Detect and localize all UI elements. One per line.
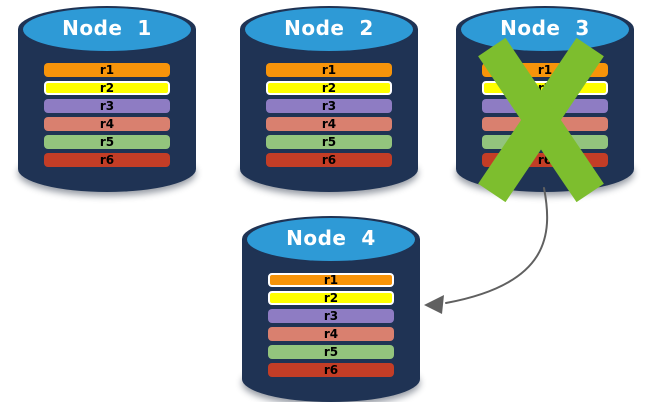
row-r4: r4 [268, 327, 394, 341]
row-r5: r5 [266, 135, 392, 149]
row-label: r6 [99, 153, 115, 167]
row-r3: r3 [266, 99, 392, 113]
row-label: r6 [323, 363, 339, 377]
row-label: r3 [99, 99, 115, 113]
node-2-cylinder-cap [245, 8, 413, 51]
failover-arrowhead-icon [424, 295, 444, 314]
node-1-title: Node 1 [62, 16, 152, 40]
failover-arrow-line [445, 187, 549, 304]
row-label: r5 [99, 135, 115, 149]
row-label: r5 [321, 135, 337, 149]
row-r2: r2 [266, 81, 392, 95]
node-4-cylinder-cap [247, 218, 415, 261]
row-label: r2 [323, 291, 339, 305]
row-r2: r2 [44, 81, 170, 95]
failure-x-icon [478, 37, 604, 203]
node-2-title: Node 2 [284, 16, 374, 40]
row-r6: r6 [44, 153, 170, 167]
row-label: r5 [323, 345, 339, 359]
node-2-rows: r1 r2 r3 r4 r5 r6 [266, 63, 392, 167]
node-3-title: Node 3 [500, 16, 590, 40]
row-label: r1 [99, 63, 115, 77]
row-r3: r3 [268, 309, 394, 323]
row-label: r1 [321, 63, 337, 77]
node-1-rows: r1 r2 r3 r4 r5 r6 [44, 63, 170, 167]
row-r4: r4 [266, 117, 392, 131]
row-r1: r1 [266, 63, 392, 77]
row-label: r1 [323, 273, 339, 287]
row-r5: r5 [268, 345, 394, 359]
node-1: Node 1 r1 r2 r3 r4 r5 r6 [18, 6, 196, 192]
row-r4: r4 [44, 117, 170, 131]
node-3-cylinder-cap [461, 8, 629, 51]
row-r3: r3 [44, 99, 170, 113]
row-r1: r1 [268, 273, 394, 287]
row-label: r2 [321, 81, 337, 95]
node-4-rows: r1 r2 r3 r4 r5 r6 [268, 273, 394, 377]
row-label: r3 [323, 309, 339, 323]
row-r6: r6 [266, 153, 392, 167]
row-label: r3 [321, 99, 337, 113]
row-label: r6 [321, 153, 337, 167]
node-2: Node 2 r1 r2 r3 r4 r5 r6 [240, 6, 418, 192]
node-4-title: Node 4 [286, 226, 376, 250]
row-r2: r2 [268, 291, 394, 305]
node-4: Node 4 r1 r2 r3 r4 r5 r6 [242, 216, 420, 402]
node-1-cylinder-cap [23, 8, 191, 51]
row-label: r4 [99, 117, 115, 131]
row-r1: r1 [44, 63, 170, 77]
row-r5: r5 [44, 135, 170, 149]
row-label: r4 [321, 117, 337, 131]
row-r6: r6 [268, 363, 394, 377]
row-label: r1 [537, 63, 553, 77]
row-label: r2 [99, 81, 115, 95]
row-label: r4 [323, 327, 339, 341]
